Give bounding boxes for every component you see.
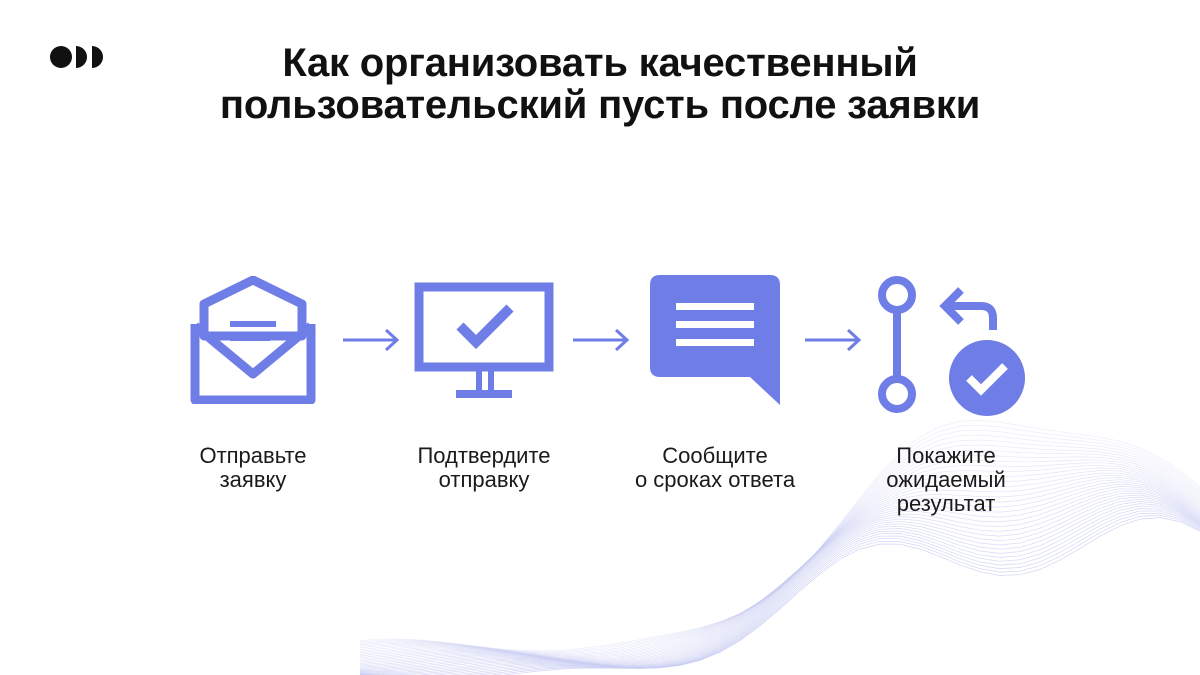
chat-message-icon: [650, 275, 780, 405]
wave-line: [359, 481, 1200, 667]
wave-line: [359, 498, 1200, 674]
page-title: Как организовать качественный пользовате…: [0, 42, 1200, 126]
wave-line: [359, 494, 1200, 673]
wave-line: [359, 505, 1200, 675]
wave-line: [359, 512, 1200, 675]
wave-line: [359, 467, 1200, 661]
wave-line: [359, 488, 1200, 670]
arrow-right-icon: [573, 328, 630, 352]
monitor-check-icon: [414, 282, 554, 398]
wave-line: [359, 464, 1200, 660]
wave-line: [359, 492, 1200, 672]
wave-line: [359, 474, 1200, 663]
wave-line: [359, 472, 1200, 663]
wave-line: [359, 514, 1200, 675]
wave-line: [360, 517, 1200, 675]
step-label-send-request: Отправьте заявку: [199, 443, 307, 492]
wave-line: [359, 462, 1200, 659]
wave-line: [359, 510, 1200, 675]
wave-line: [359, 479, 1200, 666]
wave-line: [359, 486, 1200, 669]
wave-line: [359, 496, 1200, 674]
wave-line: [359, 477, 1200, 664]
wave-line: [359, 503, 1200, 675]
flow-result-check-icon: [878, 276, 1025, 416]
wave-line: [359, 490, 1200, 671]
wave-line: [359, 470, 1200, 662]
title-line-2: пользовательский пусть после заявки: [219, 83, 981, 127]
arrow-right-icon: [805, 328, 862, 352]
arrow-right-icon: [343, 328, 400, 352]
wave-line: [359, 501, 1200, 675]
brand-logo-icon: [50, 46, 103, 68]
wave-line: [359, 508, 1200, 675]
step-label-confirm-sending: Подтвердите отправку: [417, 443, 551, 492]
step-label-show-result: Покажите ожидаемый результат: [886, 443, 1006, 516]
step-label-report-deadline: Сообщите о сроках ответа: [634, 443, 796, 492]
title-line-1: Как организовать качественный: [282, 41, 918, 85]
wave-line: [359, 483, 1200, 668]
envelope-letter-icon: [190, 276, 316, 404]
